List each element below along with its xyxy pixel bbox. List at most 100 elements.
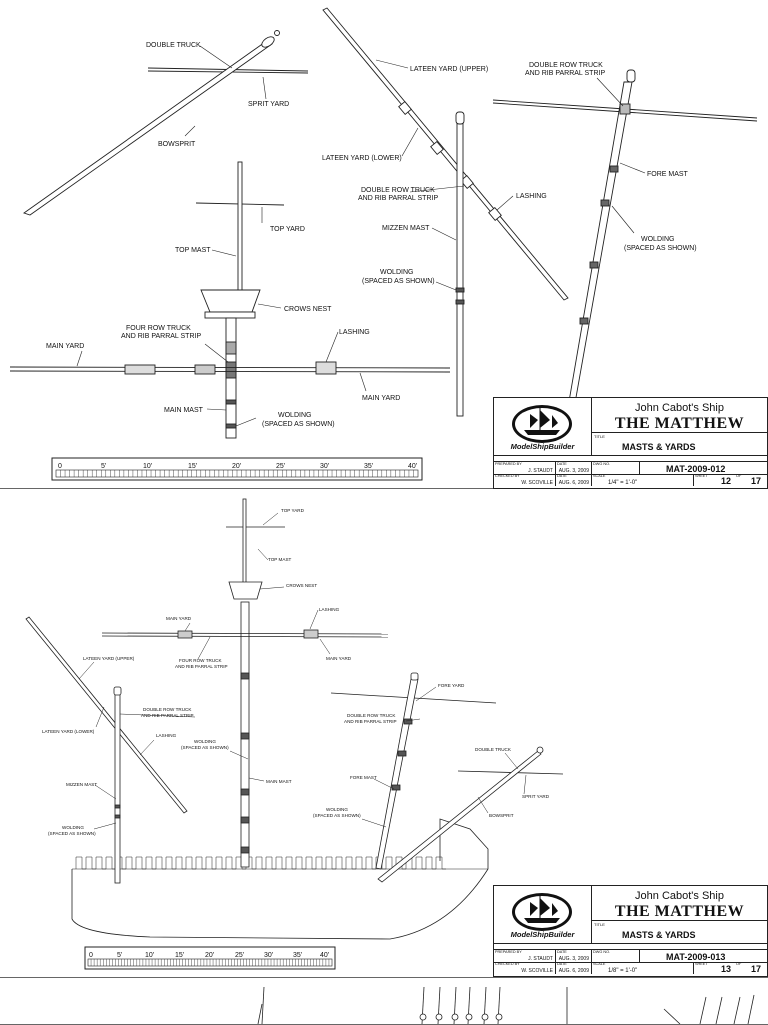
date-prepared: AUG. 3, 2009	[558, 468, 589, 474]
checked-by-caption: CHECKED BY	[495, 962, 520, 966]
prepared-by-caption: PREPARED BY	[495, 462, 522, 466]
checked-by-caption: CHECKED BY	[495, 474, 520, 478]
brand-name: ModelShipBuilder	[510, 442, 575, 451]
ship-logo-icon	[512, 405, 572, 443]
dwg-caption: DWG NO.	[593, 462, 611, 466]
label-top-mast: TOP MAST	[268, 557, 292, 562]
scale-bar: 0 5' 10' 15' 20' 25' 30' 35' 40'	[84, 946, 336, 970]
label-wolding-fore-2: (SPACED AS SHOWN)	[313, 813, 361, 818]
sheet-total: 17	[750, 964, 761, 974]
label-double-truck: DOUBLE TRUCK	[146, 42, 201, 49]
checked-by: W. SCOVILLE	[521, 480, 553, 486]
dwg-number: MAT-2009-012	[666, 464, 726, 474]
scale-tick-label: 0	[58, 463, 62, 470]
label-wolding-fore: WOLDING	[326, 807, 348, 812]
label-double-row-truck-mizzen: DOUBLE ROW TRUCK	[143, 707, 192, 712]
scale-caption: SCALE	[593, 474, 606, 478]
date-caption: DATE	[557, 950, 567, 954]
scale-tick-label: 10'	[145, 952, 154, 959]
label-mizzen-mast: MIZZEN MAST	[66, 782, 97, 787]
date-checked: AUG. 6, 2009	[558, 968, 589, 974]
label-main-yard-left: MAIN YARD	[166, 616, 192, 621]
scale-tick-label: 15'	[188, 463, 197, 470]
label-double-row-truck-mizzen-2: AND RIB PARRAL STRIP	[358, 195, 438, 202]
label-wolding-main: WOLDING	[194, 739, 216, 744]
fore-mast-drawing	[375, 678, 419, 870]
label-lateen-upper: LATEEN YARD (UPPER)	[410, 66, 488, 73]
label-wolding-mizzen: WOLDING	[62, 825, 84, 830]
label-lateen-upper: LATEEN YARD (UPPER)	[83, 656, 135, 661]
scale-tick-label: 40'	[320, 952, 329, 959]
label-lateen-lower: LATEEN YARD (LOWER)	[322, 155, 402, 162]
label-wolding-main-2: (SPACED AS SHOWN)	[262, 421, 335, 428]
lateen-yard-drawing	[25, 616, 188, 814]
scale-bar: 0 5' 10' 15' 20' 25' 30' 35' 40'	[51, 457, 423, 481]
subtitle: John Cabot's Ship	[635, 402, 724, 414]
scale-tick-label: 5'	[117, 952, 122, 959]
label-double-row-truck-fore: DOUBLE ROW TRUCK	[347, 713, 396, 718]
bowsprit-drawing	[23, 39, 273, 216]
date-caption: DATE	[557, 462, 567, 466]
drawing-title: MASTS & YARDS	[622, 930, 696, 940]
label-crows-nest: CROWS NEST	[286, 583, 317, 588]
top-mast-drawing	[242, 498, 247, 585]
main-yard-drawing	[9, 366, 451, 369]
label-double-row-truck-mizzen: DOUBLE ROW TRUCK	[361, 187, 435, 194]
date-checked: AUG. 6, 2009	[558, 480, 589, 486]
label-fore-mast: FORE MAST	[350, 775, 377, 780]
label-wolding-mizzen-2: (SPACED AS SHOWN)	[362, 278, 435, 285]
sheet-total: 17	[750, 476, 761, 486]
crows-nest-drawing	[228, 581, 263, 600]
label-top-yard: TOP YARD	[270, 226, 305, 233]
label-lateen-lower: LATEEN YARD (LOWER)	[42, 729, 95, 734]
label-lashing-mizzen: LASHING	[516, 193, 547, 200]
label-fore-mast: FORE MAST	[647, 171, 689, 178]
label-main-mast: MAIN MAST	[266, 779, 292, 784]
date-prepared: AUG. 3, 2009	[558, 956, 589, 962]
scale-tick-label: 0	[89, 952, 93, 959]
drawing-sheet-12: DOUBLE TRUCK SPRIT YARD BOWSPRIT LATEEN …	[0, 0, 768, 489]
label-main-yard-right: MAIN YARD	[326, 656, 352, 661]
label-four-row-truck-2: AND RIB PARRAL STRIP	[175, 664, 228, 669]
date-caption: DATE	[557, 962, 567, 966]
fore-mast-drawing	[565, 81, 633, 421]
scale-tick-label: 35'	[293, 952, 302, 959]
label-sprit-yard: SPRIT YARD	[248, 101, 289, 108]
sheet-partial-drawing	[257, 986, 755, 1024]
drawing-sheet-partial	[0, 979, 768, 1025]
ship-name: THE MATTHEW	[614, 903, 745, 920]
title-block: ModelShipBuilder John Cabot's Ship THE M…	[493, 397, 768, 489]
label-double-row-truck-mizzen-2: AND RIB PARRAL STRIP	[141, 713, 194, 718]
lateen-yard-drawing	[322, 7, 569, 301]
scale-tick-label: 15'	[175, 952, 184, 959]
brand-logo: ModelShipBuilder	[494, 398, 592, 456]
sheet-13-drawing: TOP YARD TOP MAST CROWS NEST LASHING MAI…	[25, 498, 564, 970]
scale-tick-label: 40'	[408, 463, 417, 470]
bowsprit-drawing	[377, 750, 542, 883]
label-wolding-main: WOLDING	[278, 412, 311, 419]
label-lashing-mizzen: LASHING	[156, 733, 177, 738]
label-wolding-fore-2: (SPACED AS SHOWN)	[624, 245, 697, 252]
prepared-by-caption: PREPARED BY	[495, 950, 522, 954]
of-caption: OF	[736, 962, 742, 966]
drawing-scale: 1/4" = 1'-0"	[608, 480, 638, 486]
label-wolding-fore: WOLDING	[641, 236, 674, 243]
scale-tick-label: 20'	[232, 463, 241, 470]
label-double-row-truck-fore-2: AND RIB PARRAL STRIP	[344, 719, 397, 724]
label-bowsprit: BOWSPRIT	[489, 813, 514, 818]
title-block: ModelShipBuilder John Cabot's Ship THE M…	[493, 885, 768, 977]
date-caption: DATE	[557, 474, 567, 478]
drawing-scale: 1/8" = 1'-0"	[608, 968, 638, 974]
checked-by: W. SCOVILLE	[521, 968, 553, 974]
drawing-title: MASTS & YARDS	[622, 442, 696, 452]
scale-tick-label: 35'	[364, 463, 373, 470]
label-lashing-main: LASHING	[339, 329, 370, 336]
sheet-number: 13	[721, 964, 732, 974]
sheet-caption: SHEET	[695, 474, 708, 478]
brand-name: ModelShipBuilder	[510, 930, 575, 939]
label-four-row-truck: FOUR ROW TRUCK	[126, 325, 191, 332]
ship-name: THE MATTHEW	[614, 415, 745, 432]
dwg-number: MAT-2009-013	[666, 952, 726, 962]
scale-tick-label: 25'	[276, 463, 285, 470]
label-sprit-yard: SPRIT YARD	[522, 794, 550, 799]
